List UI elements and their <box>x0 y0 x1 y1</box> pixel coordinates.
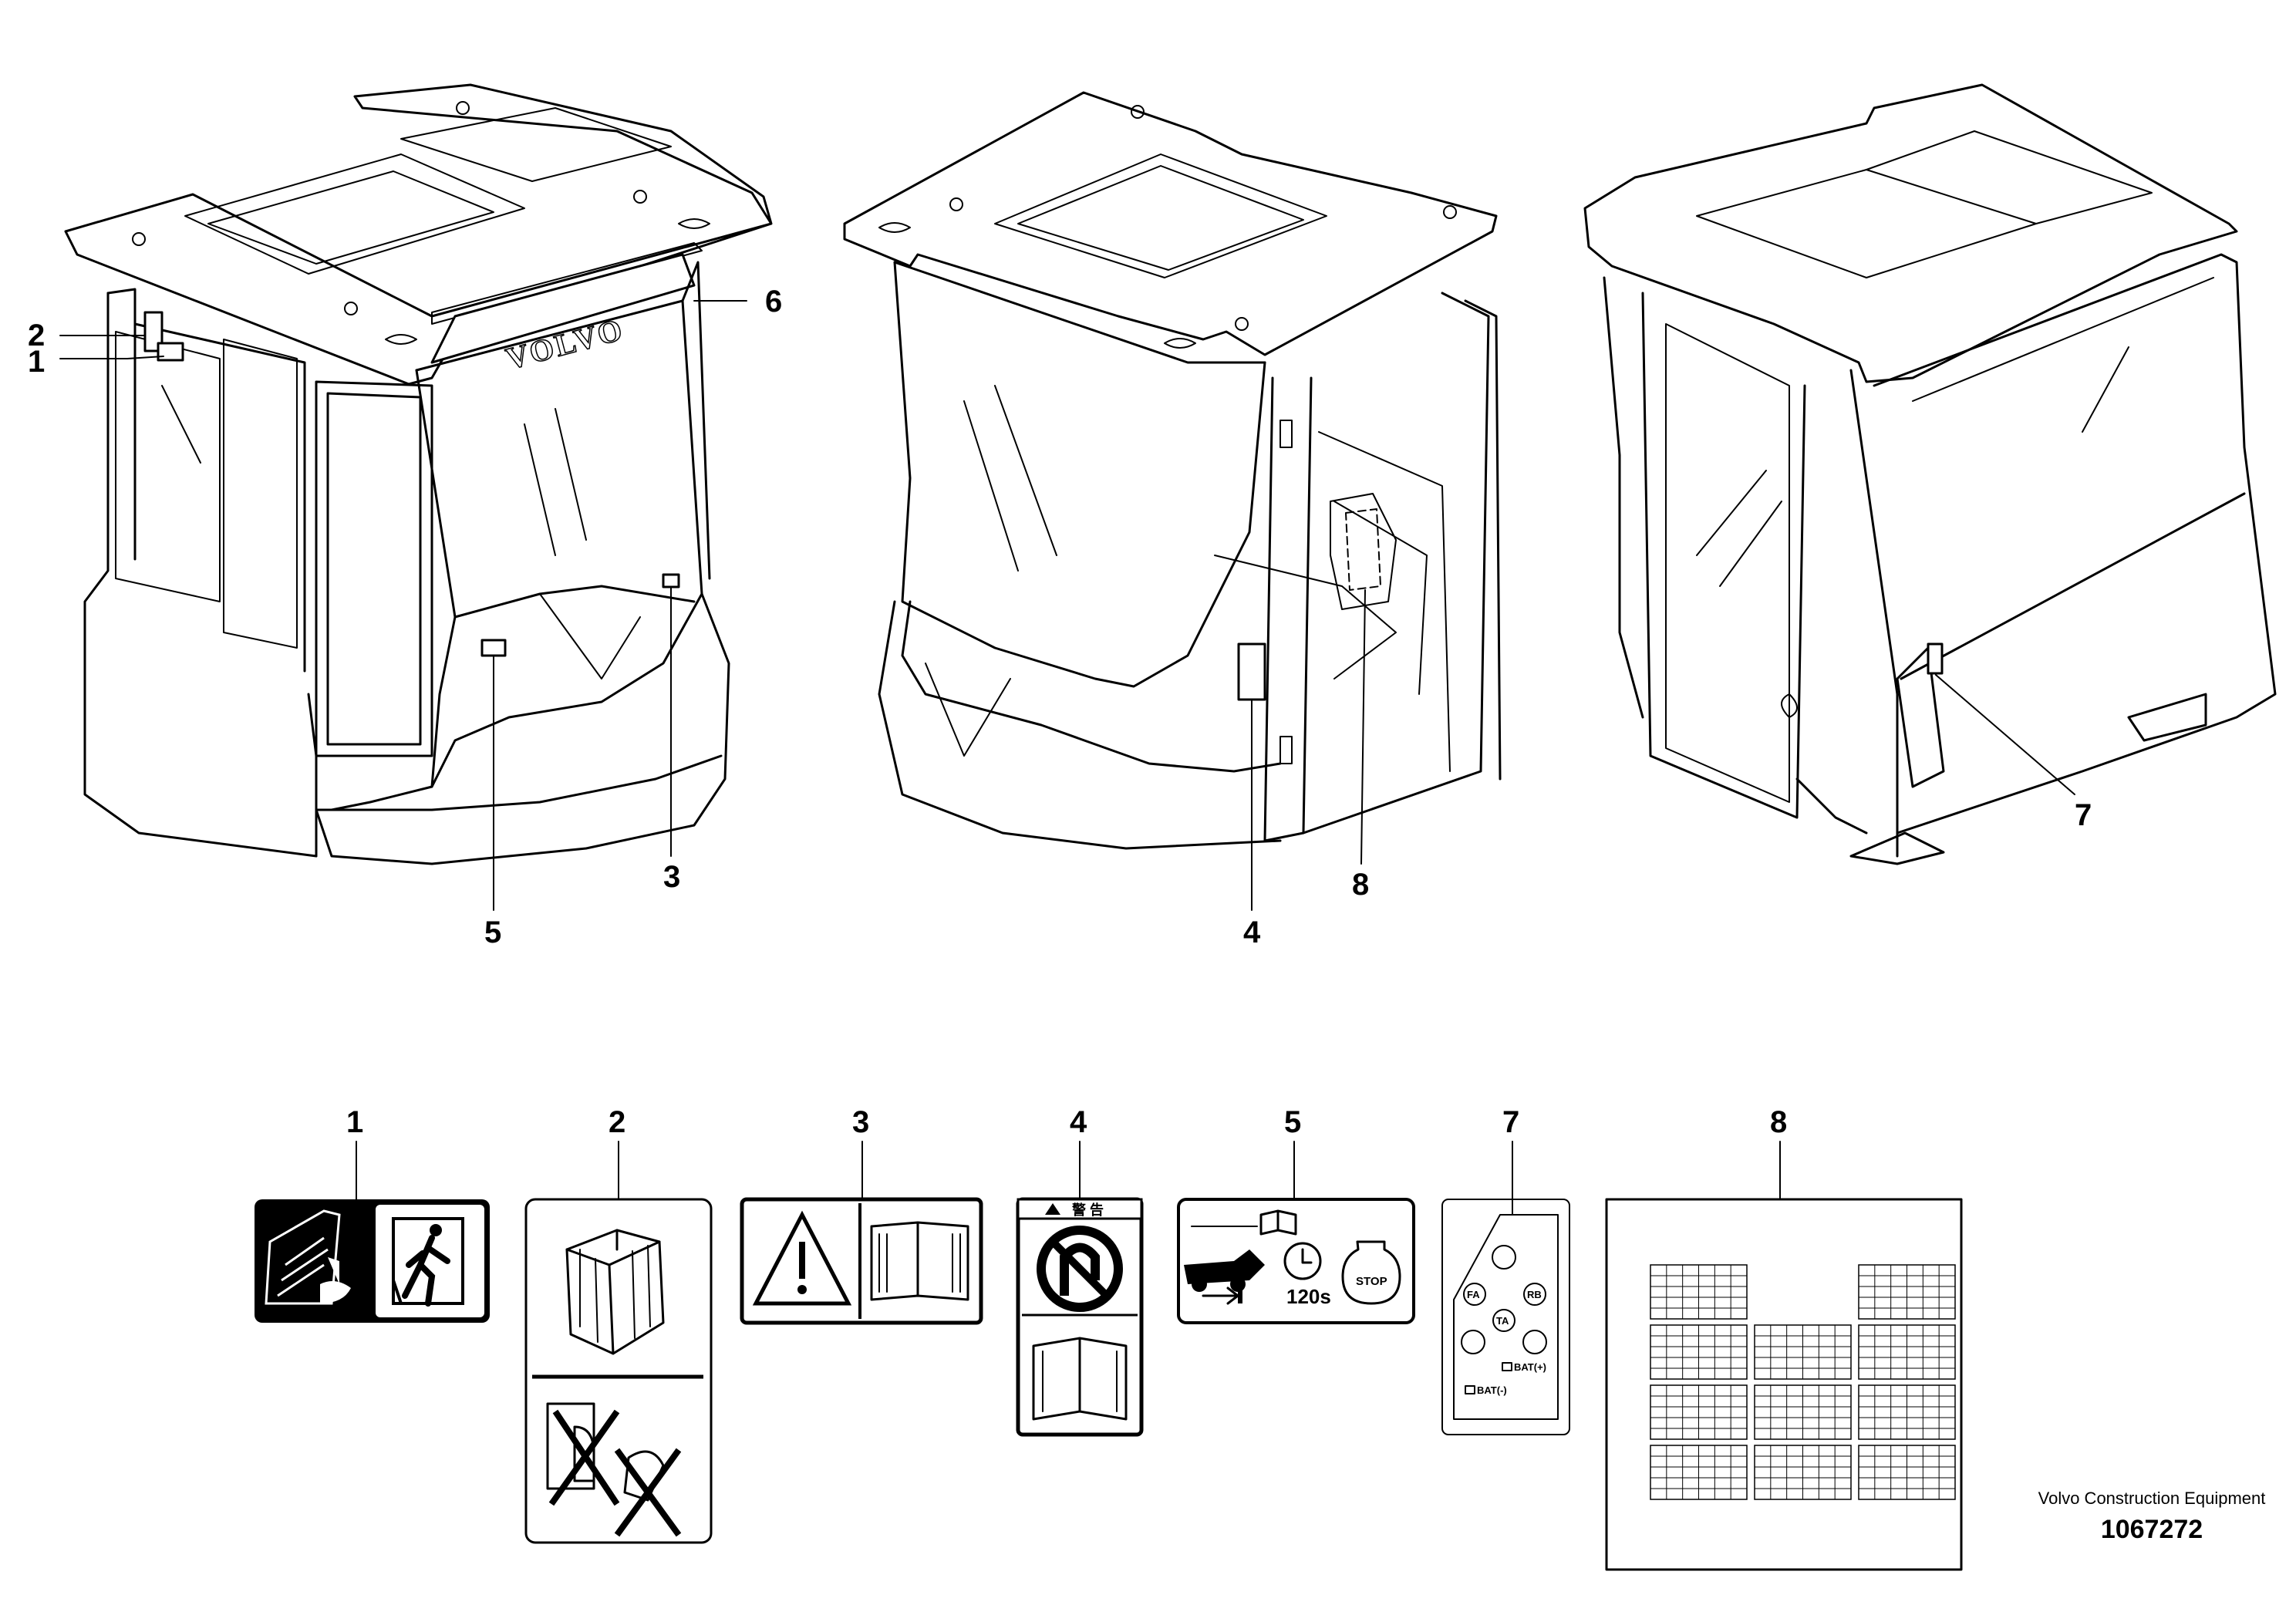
cab-view-front-right <box>843 91 1502 850</box>
decal-5-engine-stop: 120s STOP <box>1177 1198 1415 1324</box>
decal-7-button-panel: FA RB TA BAT(+) BAT(-) <box>1441 1199 1570 1435</box>
decal-5-timer: 120s <box>1286 1285 1331 1308</box>
cab-view-rear <box>1583 83 2277 865</box>
decal-8-grid-blocks <box>1650 1264 1956 1500</box>
decal-number-1: 1 <box>346 1105 363 1139</box>
callout-6: 6 <box>765 285 782 319</box>
decal-number-2: 2 <box>609 1105 625 1139</box>
decal-7-bat-plus: BAT(+) <box>1514 1361 1546 1373</box>
cab-view-front-left: VOLVO <box>64 83 773 865</box>
decal-7-bat-minus: BAT(-) <box>1477 1384 1507 1396</box>
callout-5: 5 <box>484 916 501 949</box>
decal-7-btn-fa: FA <box>1467 1289 1480 1300</box>
decal-3-warning-manual <box>740 1197 983 1325</box>
callout-2: 2 <box>28 319 45 352</box>
decal-5-stop: STOP <box>1356 1275 1387 1288</box>
decal-2-rops <box>524 1198 713 1544</box>
decal-8-on-cab <box>1345 508 1381 591</box>
decal-7-btn-rb: RB <box>1527 1289 1542 1300</box>
callout-8: 8 <box>1352 868 1369 902</box>
decal-4-on-cab <box>1237 642 1266 701</box>
callout-numbers: 2 1 6 5 3 4 8 7 <box>28 285 2092 949</box>
decal-7-btn-ta: TA <box>1496 1315 1509 1327</box>
decal-number-4: 4 <box>1070 1105 1087 1139</box>
decal-number-5: 5 <box>1284 1105 1301 1139</box>
callout-4: 4 <box>1243 916 1261 949</box>
decal-4-header: 警 告 <box>1072 1202 1104 1218</box>
decal-number-7: 7 <box>1502 1105 1519 1139</box>
decal-1-emergency-exit <box>255 1199 490 1323</box>
callout-1: 1 <box>28 345 45 379</box>
credit-maker: Volvo Construction Equipment <box>2038 1489 2266 1508</box>
decal-7-on-cab <box>1927 642 1944 675</box>
credit-block: Volvo Construction Equipment 1067272 <box>2036 1489 2267 1545</box>
decal-number-8: 8 <box>1770 1105 1787 1139</box>
callout-7: 7 <box>2075 798 2092 832</box>
drawing-number: 1067272 <box>2100 1515 2203 1544</box>
callout-3: 3 <box>663 860 680 894</box>
decal-number-3: 3 <box>852 1105 869 1139</box>
decal-2-on-cab <box>143 311 164 352</box>
decal-numbers: 1 2 3 4 5 7 8 <box>346 1105 1787 1216</box>
decal-1-on-cab <box>157 342 184 362</box>
decal-5-on-cab <box>480 639 507 657</box>
decal-4-warning: 警 告 <box>1016 1197 1144 1437</box>
decal-8-grid-chart <box>1605 1198 1963 1571</box>
decal-3-on-cab <box>662 573 680 588</box>
callout-leaders <box>59 300 2075 911</box>
